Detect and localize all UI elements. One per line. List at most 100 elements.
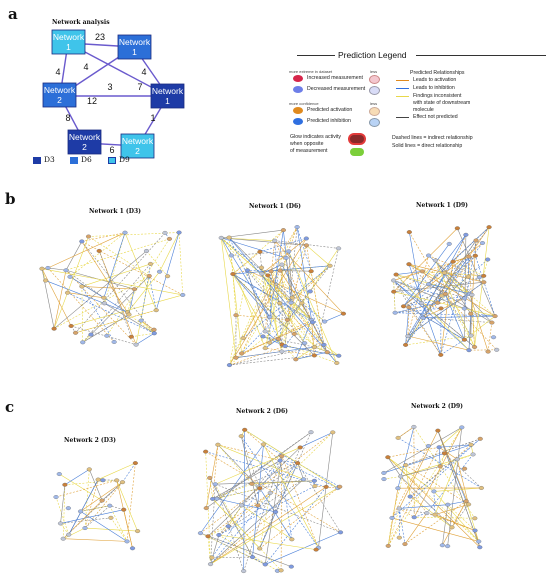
network-edge xyxy=(393,280,424,319)
network-node-number: 2 xyxy=(135,146,140,156)
network-node xyxy=(407,494,413,499)
network-edge xyxy=(135,333,155,345)
network-node xyxy=(311,478,317,483)
network-edge xyxy=(274,240,283,352)
network-edge xyxy=(90,275,150,335)
network-node xyxy=(233,355,239,360)
network-node xyxy=(282,344,288,349)
network-edge xyxy=(243,265,331,339)
network-node xyxy=(279,349,285,354)
network-node-number: 1 xyxy=(66,42,71,52)
network-title-c3: Network 2 (D9) xyxy=(411,403,463,410)
network-node xyxy=(122,230,128,235)
network-node xyxy=(425,444,431,448)
network-node xyxy=(312,345,318,350)
network-node xyxy=(385,455,391,460)
network-edge xyxy=(279,460,293,540)
network-edge xyxy=(468,256,475,348)
increased-node-icon xyxy=(293,75,303,82)
network-node xyxy=(225,524,231,529)
network-edge xyxy=(395,274,422,304)
network-edge xyxy=(205,444,219,509)
network-edge xyxy=(399,508,406,545)
network-edge xyxy=(400,476,428,514)
network-node xyxy=(257,249,263,254)
network-node xyxy=(336,353,342,358)
network-edge xyxy=(265,532,341,565)
network-edge xyxy=(269,303,303,343)
network-node xyxy=(466,348,472,353)
network-node xyxy=(238,434,244,439)
network-edge xyxy=(410,496,453,528)
legend-rel-3c: molecule xyxy=(413,107,434,113)
network-node xyxy=(66,532,72,537)
network-graph-b1 xyxy=(39,230,186,347)
legend-less-1: less xyxy=(370,69,378,74)
activation-node-icon xyxy=(293,107,303,114)
network-edge xyxy=(215,483,341,533)
network-edge xyxy=(252,444,264,558)
network-edge xyxy=(409,232,422,304)
glow-red-icon xyxy=(350,135,364,143)
network-edge xyxy=(269,271,272,343)
network-node xyxy=(216,533,222,537)
network-edge xyxy=(442,500,467,546)
network-edge xyxy=(465,501,480,542)
network-node xyxy=(468,333,474,338)
network-node xyxy=(454,457,460,462)
network-node xyxy=(205,534,211,539)
network-edge xyxy=(82,314,130,343)
network-edge xyxy=(69,276,128,313)
network-node xyxy=(334,361,340,365)
network-edge xyxy=(205,451,341,533)
network-edge xyxy=(140,320,155,334)
network-edge xyxy=(207,447,301,537)
network-node xyxy=(398,474,404,479)
network-node xyxy=(207,562,214,567)
network-edge xyxy=(399,508,415,518)
network-edge xyxy=(241,435,319,548)
legend-rel-3a: Findings inconsistent xyxy=(413,93,462,99)
network-edge xyxy=(400,466,441,477)
network-node xyxy=(99,498,105,503)
network-edge xyxy=(71,325,137,345)
network-node xyxy=(114,478,120,483)
network-edge xyxy=(212,444,219,499)
network-edge xyxy=(405,240,477,346)
legend-rel-3b: with state of downstream xyxy=(413,100,471,106)
network-edge xyxy=(288,251,293,298)
network-node xyxy=(277,301,283,306)
network-edge xyxy=(438,447,441,467)
network-node xyxy=(289,295,295,300)
network-node xyxy=(426,282,432,287)
network-edge xyxy=(475,255,496,317)
network-edge xyxy=(98,462,136,480)
network-edge xyxy=(447,500,467,505)
network-edge xyxy=(80,505,110,512)
network-edge xyxy=(407,281,484,337)
legend-rel-2: Leads to inhibition xyxy=(413,85,455,91)
network-node xyxy=(289,537,295,542)
network-edge xyxy=(437,430,469,505)
network-edge xyxy=(140,263,151,321)
network-node xyxy=(283,255,289,260)
network-edge xyxy=(439,444,472,448)
network-node xyxy=(337,484,343,489)
network-edge xyxy=(103,232,126,298)
network-edge xyxy=(67,292,104,299)
network-node xyxy=(272,238,278,243)
network-edge xyxy=(128,314,155,334)
network-node xyxy=(104,333,110,338)
network-node-number: 1 xyxy=(132,47,137,57)
network-node xyxy=(472,516,478,521)
network-edge xyxy=(440,454,474,467)
network-edge xyxy=(215,480,315,485)
network-node xyxy=(307,289,313,294)
network-edge xyxy=(53,270,67,329)
network-edge xyxy=(71,294,183,327)
key-label-d9: D9 xyxy=(119,155,130,164)
legend-pred-activation: Predicted activation xyxy=(307,107,353,113)
network-node xyxy=(469,292,475,297)
network-node xyxy=(79,239,85,244)
network-edge xyxy=(241,270,281,354)
